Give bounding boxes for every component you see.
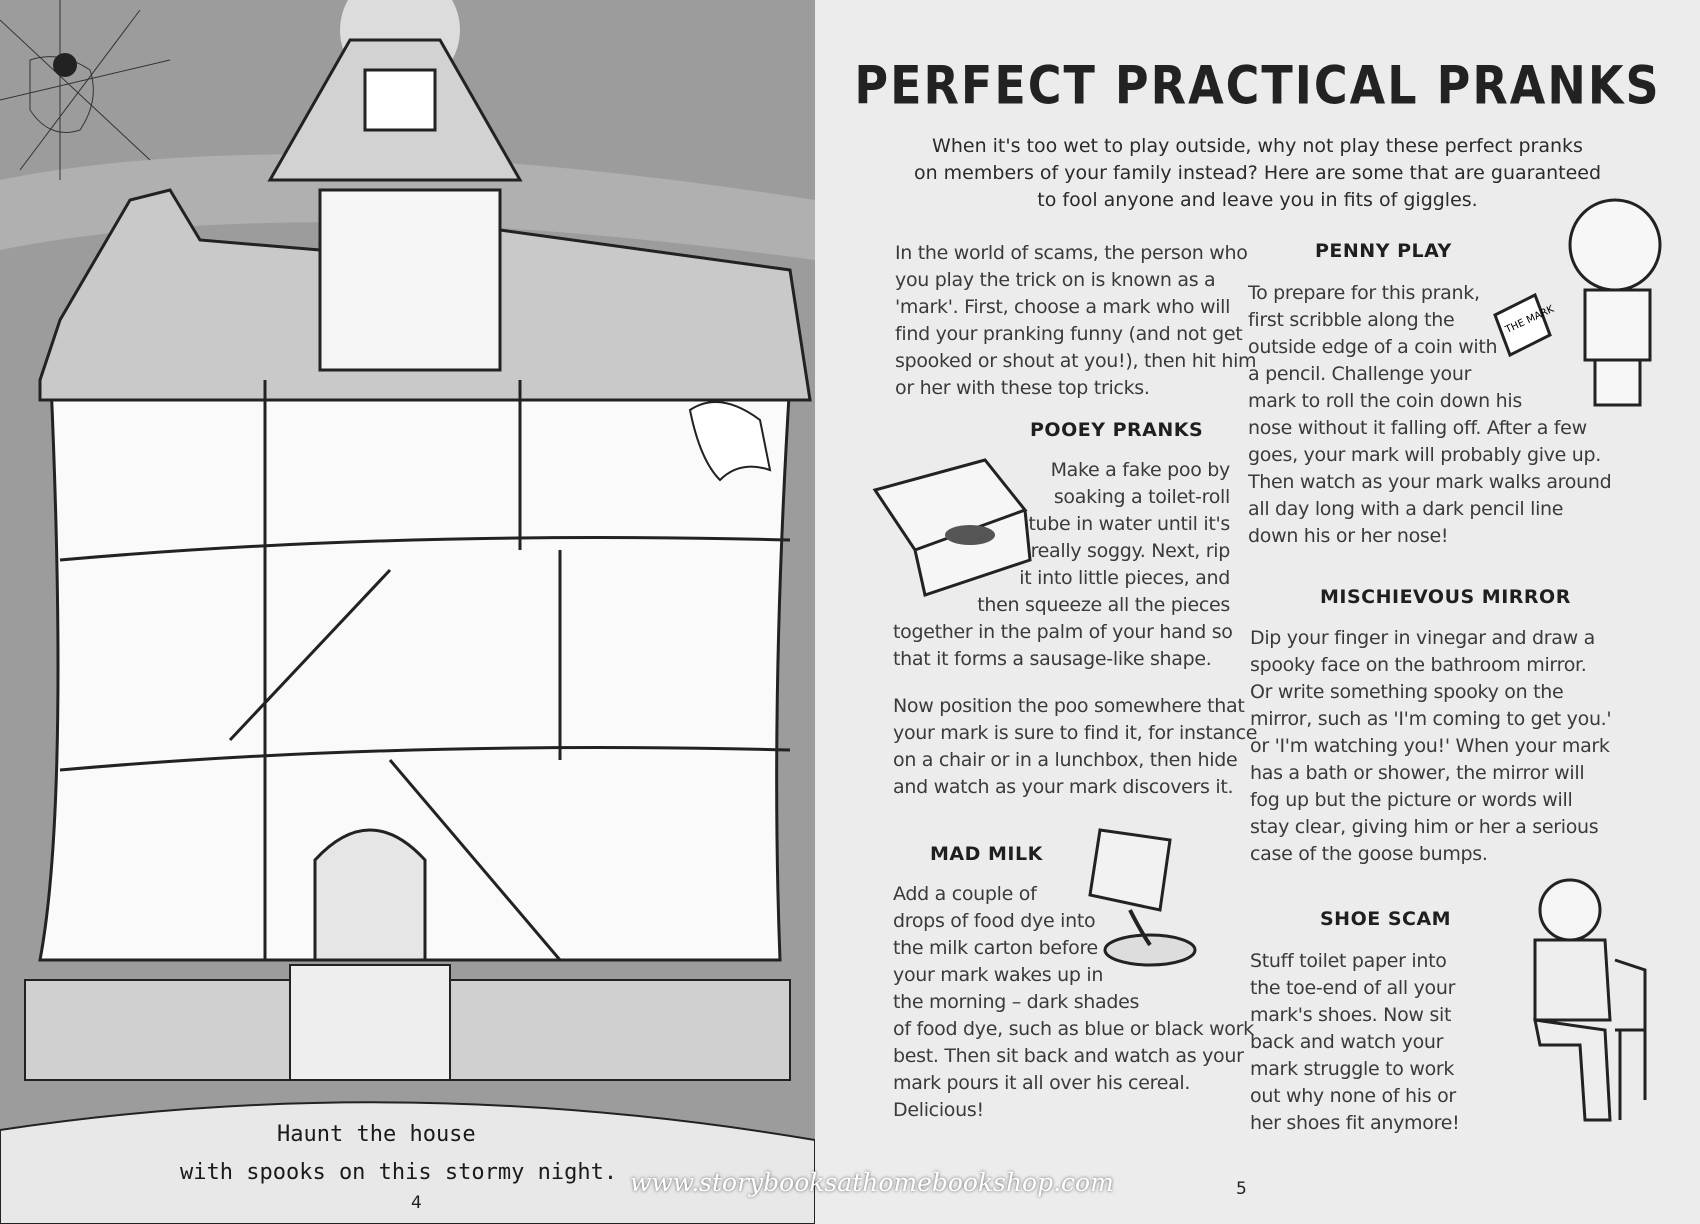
- page-number-left: 4: [411, 1193, 422, 1213]
- text-line: Now position the poo somewhere that: [893, 695, 1245, 717]
- text-line: goes, your mark will probably give up.: [1248, 444, 1601, 466]
- mirror-paragraph: Dip your finger in vinegar and draw a spo…: [1250, 625, 1612, 868]
- right-page: PERFECT PRACTICAL PRANKS When it's too w…: [815, 0, 1700, 1224]
- haunted-house-illustration: [0, 0, 815, 1224]
- left-page: Haunt the house with spooks on this stor…: [0, 0, 815, 1224]
- text-line: your mark is sure to find it, for instan…: [893, 722, 1258, 744]
- man-in-chair-illustration: [1533, 878, 1647, 1122]
- milk-carton-illustration: [1088, 828, 1197, 967]
- text-line: Or write something spooky on the: [1250, 681, 1564, 703]
- text-line: soaking a toilet-roll: [1053, 486, 1230, 508]
- text-line: fog up but the picture or words will: [1250, 789, 1573, 811]
- text-line: tube in water until it's: [1028, 513, 1230, 535]
- text-line: Make a fake poo by: [1050, 459, 1231, 481]
- mad-milk-paragraph: Add a couple of drops of food dye into the…: [893, 881, 1254, 1124]
- pooey-paragraph: Make a fake poo by soaking a toilet-roll t…: [815, 457, 1233, 673]
- text-line: your mark wakes up in: [893, 964, 1104, 986]
- lunchbox-illustration: [872, 458, 1032, 597]
- text-line: or 'I'm watching you!' When your mark: [1250, 735, 1610, 757]
- text-line: first scribble along the: [1248, 309, 1455, 331]
- text-line: outside edge of a coin with: [1248, 336, 1498, 358]
- spider-icon: [53, 53, 77, 77]
- shoe-paragraph: Stuff toilet paper into the toe-end of al…: [1250, 948, 1460, 1137]
- page-title: PERFECT PRACTICAL PRANKS: [854, 53, 1661, 117]
- pooey-paragraph-2: Now position the poo somewhere that your …: [893, 693, 1257, 801]
- text-line: To prepare for this prank,: [1248, 282, 1480, 304]
- text-line: 'mark'. First, choose a mark who will: [895, 296, 1231, 318]
- text-line: of food dye, such as blue or black work: [893, 1018, 1254, 1040]
- text-line: the milk carton before: [893, 937, 1098, 959]
- text-line: that it forms a sausage-like shape.: [893, 648, 1212, 670]
- penny-paragraph: To prepare for this prank, first scribble…: [1248, 280, 1612, 550]
- boy-illustration: THE MARK: [1493, 198, 1662, 407]
- intro-line: When it's too wet to play outside, why n…: [932, 135, 1583, 157]
- text-line: all day long with a dark pencil line: [1248, 498, 1564, 520]
- text-line: and watch as your mark discovers it.: [893, 776, 1234, 798]
- text-line: spooked or shout at you!), then hit him: [895, 350, 1257, 372]
- ghost-icon: [688, 401, 772, 482]
- text-line: her shoes fit anymore!: [1250, 1112, 1460, 1134]
- text-line: has a bath or shower, the mirror will: [1250, 762, 1585, 784]
- text-line: In the world of scams, the person who: [895, 242, 1248, 264]
- text-line: mark's shoes. Now sit: [1250, 1004, 1452, 1026]
- text-line: the morning – dark shades: [893, 991, 1140, 1013]
- text-line: together in the palm of your hand so: [893, 621, 1233, 643]
- text-line: stay clear, giving him or her a serious: [1250, 816, 1599, 838]
- text-line: Stuff toilet paper into: [1250, 950, 1447, 972]
- text-line: best. Then sit back and watch as your: [893, 1045, 1244, 1067]
- text-line: case of the goose bumps.: [1250, 843, 1488, 865]
- text-line: Add a couple of: [893, 883, 1037, 905]
- text-line: Then watch as your mark walks around: [1248, 471, 1612, 493]
- text-line: on a chair or in a lunchbox, then hide: [893, 749, 1238, 771]
- pooey-heading: POOEY PRANKS: [1030, 419, 1204, 441]
- caption-line-1: Haunt the house: [277, 1122, 476, 1147]
- text-line: nose without it falling off. After a few: [1248, 417, 1587, 439]
- text-line: spooky face on the bathroom mirror.: [1250, 654, 1587, 676]
- text-line: mirror, such as 'I'm coming to get you.': [1250, 708, 1612, 730]
- text-line: Dip your finger in vinegar and draw a: [1250, 627, 1595, 649]
- text-line: it into little pieces, and: [1019, 567, 1230, 589]
- text-line: down his or her nose!: [1248, 525, 1449, 547]
- text-line: out why none of his or: [1250, 1085, 1456, 1107]
- mad-milk-heading: MAD MILK: [930, 843, 1043, 865]
- mirror-heading: MISCHIEVOUS MIRROR: [1320, 586, 1571, 608]
- text-line: mark to roll the coin down his: [1248, 390, 1522, 412]
- text-line: or her with these top tricks.: [895, 377, 1150, 399]
- text-line: mark pours it all over his cereal.: [893, 1072, 1191, 1094]
- shoe-heading: SHOE SCAM: [1320, 908, 1452, 930]
- opening-paragraph: In the world of scams, the person who you…: [895, 240, 1257, 402]
- text-line: drops of food dye into: [893, 910, 1096, 932]
- text-line: find your pranking funny (and not get: [895, 323, 1243, 345]
- caption-line-2: with spooks on this stormy night.: [180, 1160, 618, 1185]
- text-line: really soggy. Next, rip: [1030, 540, 1231, 562]
- text-line: Delicious!: [893, 1099, 984, 1121]
- text-line: back and watch your: [1250, 1031, 1444, 1053]
- penny-heading: PENNY PLAY: [1315, 240, 1452, 262]
- intro-paragraph: When it's too wet to play outside, why n…: [815, 133, 1700, 214]
- page-number-right: 5: [1236, 1179, 1247, 1199]
- watermark: www.storybooksathomebookshop.com: [630, 1168, 1114, 1197]
- text-line: then squeeze all the pieces: [977, 594, 1230, 616]
- intro-line: to fool anyone and leave you in fits of …: [1037, 189, 1478, 211]
- text-line: you play the trick on is known as a: [895, 269, 1216, 291]
- text-line: mark struggle to work: [1250, 1058, 1455, 1080]
- text-line: the toe-end of all your: [1250, 977, 1456, 999]
- intro-line: on members of your family instead? Here …: [913, 162, 1602, 184]
- text-line: a pencil. Challenge your: [1248, 363, 1472, 385]
